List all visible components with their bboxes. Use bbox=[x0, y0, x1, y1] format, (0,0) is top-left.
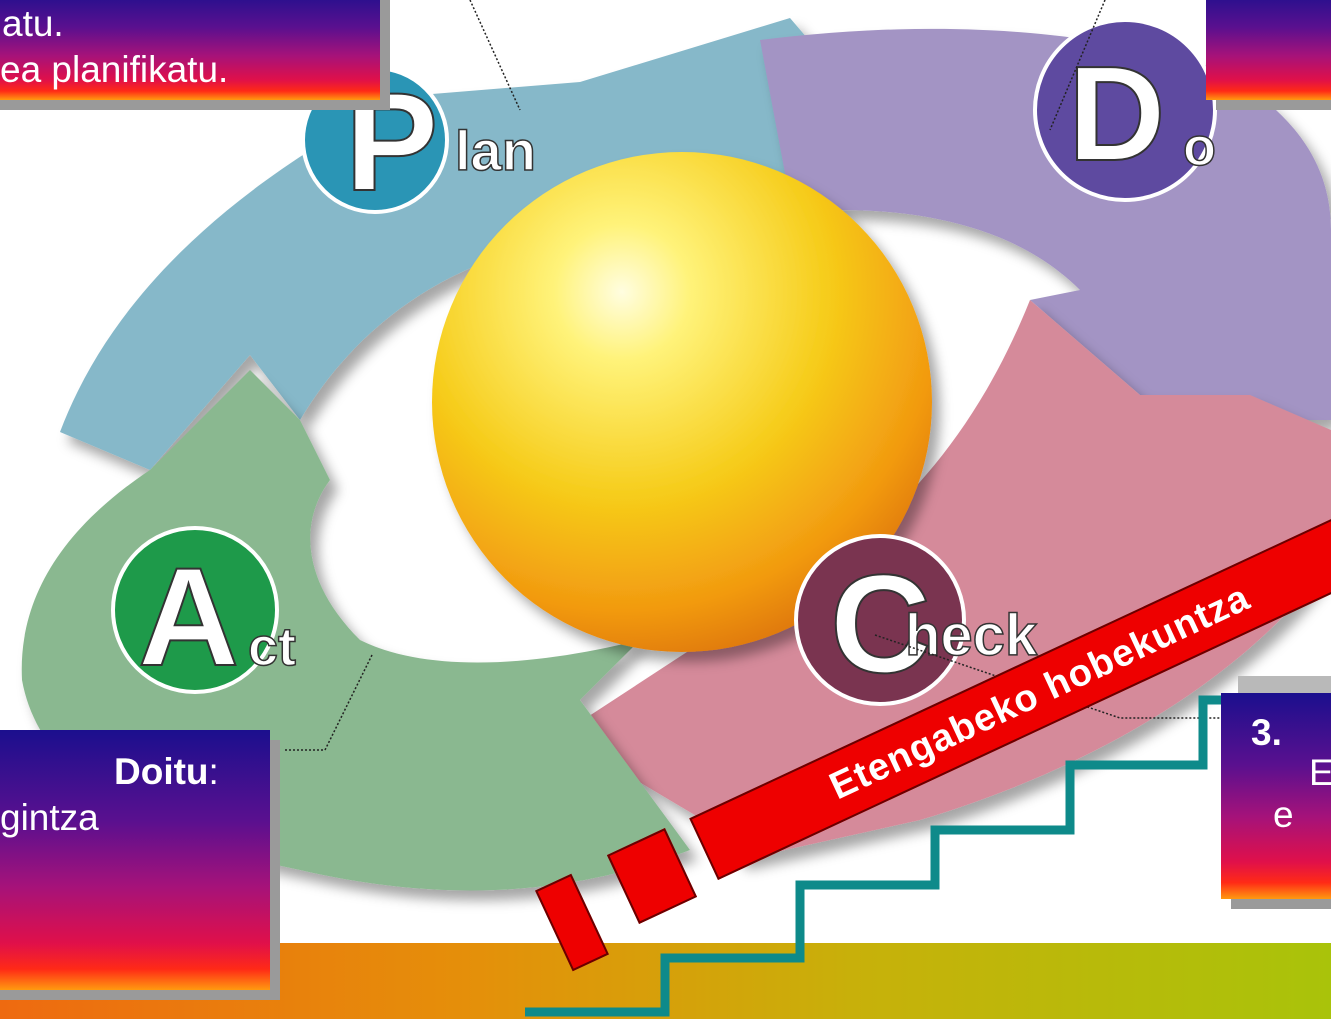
plan-text-box: atu. ea planifikatu. bbox=[0, 0, 380, 100]
central-sphere bbox=[432, 152, 932, 652]
check-box-shadow-card bbox=[1238, 676, 1331, 696]
connector-lines bbox=[285, 0, 1230, 751]
plan-arrow bbox=[60, 18, 850, 470]
plan-connector bbox=[469, 0, 521, 111]
check-badge-rest: heck bbox=[905, 603, 1038, 668]
do-badge-rest: o bbox=[1183, 117, 1216, 177]
act-title-bold: Doitu bbox=[114, 751, 209, 792]
act-text-box: Doitu: gintza bbox=[0, 730, 270, 990]
plan-badge-rest: lan bbox=[455, 119, 536, 182]
act-badge: A ct bbox=[111, 526, 297, 696]
act-title-suffix: : bbox=[208, 751, 219, 792]
check-text-line3: e bbox=[1273, 794, 1294, 835]
check-text-box: 3. E e bbox=[1221, 693, 1331, 899]
do-connector bbox=[1049, 0, 1106, 131]
plan-text-line2: ea planifikatu. bbox=[0, 49, 229, 90]
act-text-line2: gintza bbox=[0, 797, 99, 838]
improvement-stairs bbox=[525, 695, 1331, 1017]
act-connector bbox=[285, 654, 373, 751]
check-text-number: 3. bbox=[1251, 712, 1282, 753]
check-text-line2: E bbox=[1309, 752, 1331, 793]
act-badge-letter: A bbox=[138, 538, 239, 695]
do-badge: D o bbox=[1033, 18, 1217, 202]
do-text-box bbox=[1206, 0, 1331, 100]
plan-text-line1: atu. bbox=[2, 3, 64, 44]
do-badge-letter: D bbox=[1068, 38, 1166, 189]
check-badge-letter: C bbox=[830, 545, 931, 702]
act-text-title: Doitu: bbox=[114, 750, 219, 793]
check-connector bbox=[874, 634, 1230, 719]
act-badge-rest: ct bbox=[248, 617, 296, 677]
check-badge: C heck bbox=[794, 534, 1039, 706]
